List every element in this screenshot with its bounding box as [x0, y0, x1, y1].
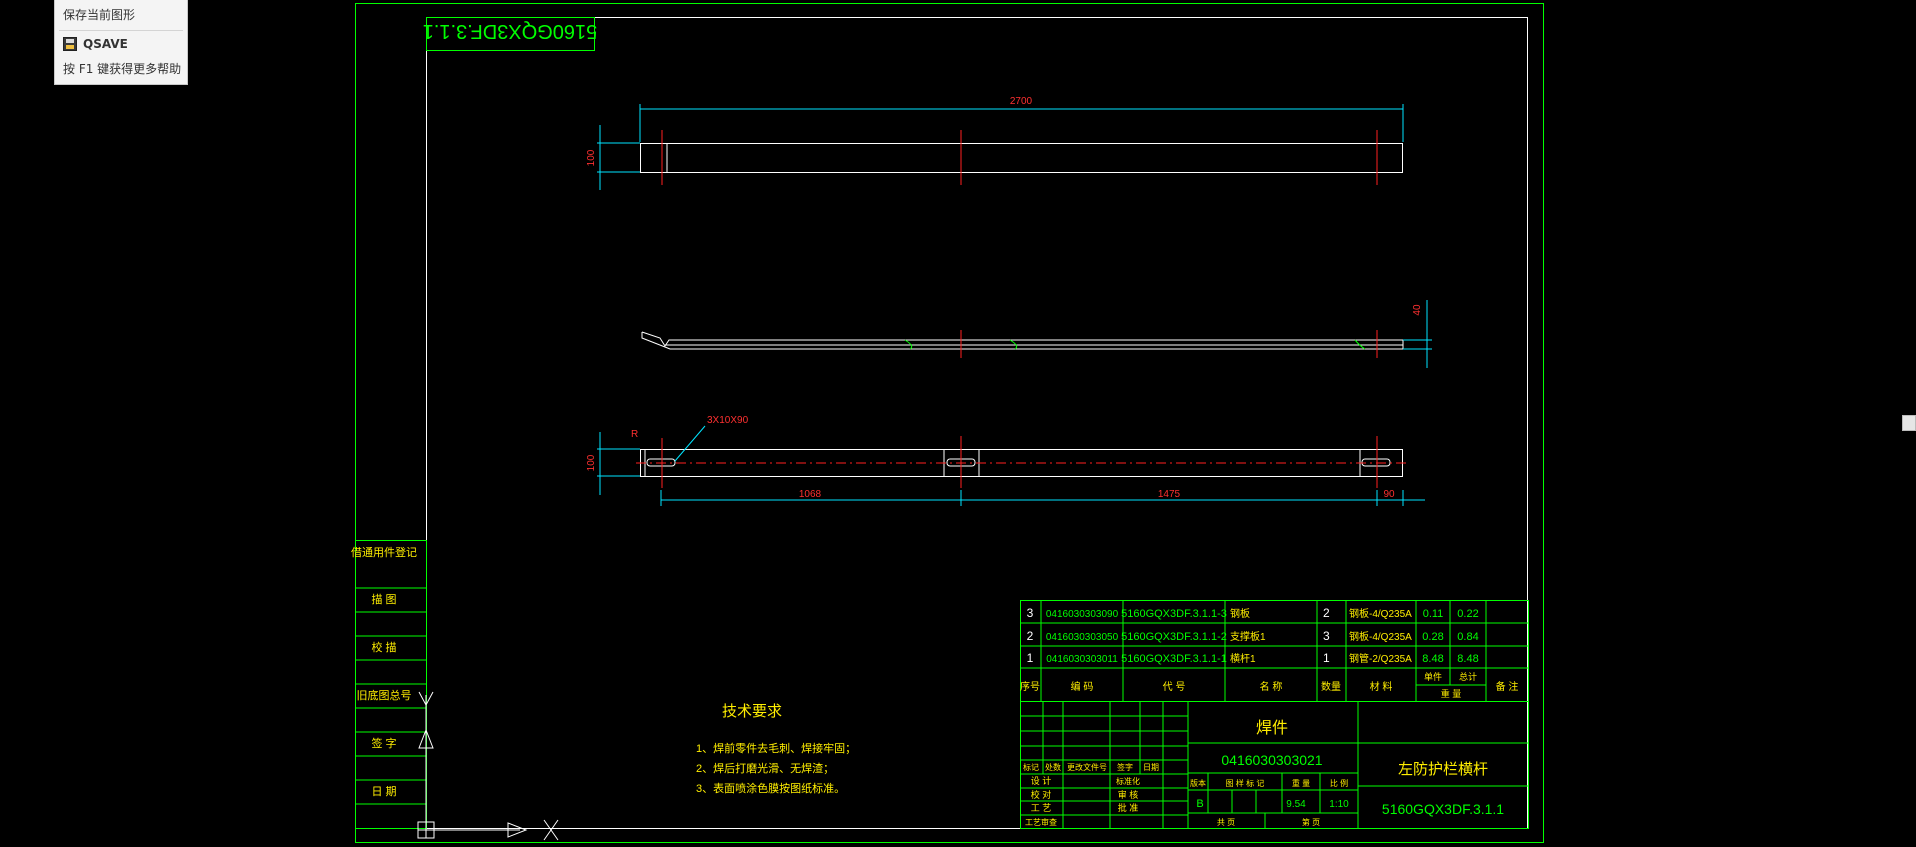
tech-item-3: 3、表面喷涂色膜按图纸标准。 [696, 781, 845, 795]
bom-row-1-unit: 0.28 [1422, 631, 1443, 643]
bom-header-qty: 数量 [1321, 680, 1341, 693]
scale-value: 1:10 [1329, 799, 1349, 810]
side-label-column: 借通用件登记 描 图 校 描 旧底图总号 签 字 日 期 [351, 540, 427, 829]
tooltip-divider [59, 30, 183, 31]
bom-row-0-name: 钢板 [1230, 607, 1250, 620]
part-code: 0416030303021 [1221, 752, 1322, 768]
bom-row-0-material: 钢板-4/Q235A [1349, 607, 1412, 620]
bom-row-1-qty: 3 [1323, 629, 1330, 643]
corner-code: 5160GQX3DF.3.1.1 [423, 20, 598, 42]
tb-label-sheet-total: 共 页 [1217, 818, 1235, 827]
bom-row-1-total: 0.84 [1457, 631, 1478, 643]
bom-table: 3 0416030303090 5160GQX3DF.3.1.1-3 钢板 2 … [1020, 600, 1529, 702]
bom-row-2-no: 1 [1027, 651, 1034, 665]
tech-item-2: 2、焊后打磨光滑、无焊渣； [696, 761, 834, 775]
side-label-0: 借通用件登记 [351, 545, 417, 559]
drawing-number: 5160GQX3DF.3.1.1 [1382, 801, 1504, 817]
side-height-dim: 40 [1412, 304, 1423, 316]
tb-label-check: 校 对 [1031, 789, 1052, 800]
side-view: 40 [641, 300, 1432, 368]
bom-header-no: 序号 [1020, 680, 1040, 693]
radius-label: R [631, 429, 638, 440]
bom-row-1-ref: 5160GQX3DF.3.1.1-2 [1121, 631, 1227, 643]
ucs-icon [417, 691, 559, 841]
seg1-dim: 1068 [799, 489, 822, 500]
side-label-1: 描 图 [371, 592, 396, 606]
tooltip-command-row: QSAVE [63, 37, 128, 51]
tb-label-scale: 比 例 [1330, 778, 1348, 788]
tb-label-sign: 签字 [1117, 762, 1133, 772]
save-icon [63, 37, 77, 51]
tb-label-stage: 图 样 标 记 [1226, 778, 1265, 788]
seg3-dim: 90 [1383, 489, 1395, 500]
seg2-dim: 1475 [1158, 489, 1181, 500]
side-label-5: 日 期 [371, 785, 396, 798]
top-height-dim: 100 [586, 149, 597, 166]
inner-frame [426, 17, 1528, 829]
title-block: 标记 处数 更改文件号 签字 日期 设 计 标准化 校 对 审 核 工 艺 批 … [1020, 701, 1529, 829]
bom-row-1-code: 0416030303050 [1046, 632, 1119, 643]
bom-row-1-material: 钢板-4/Q235A [1349, 630, 1412, 643]
tb-label-approve: 批 准 [1118, 802, 1139, 813]
tb-label-version: 版本 [1190, 778, 1206, 788]
tb-label-change-doc: 更改文件号 [1067, 762, 1107, 772]
bom-row-2-code: 0416030303011 [1046, 654, 1118, 665]
overall-length-dim: 2700 [1010, 96, 1033, 107]
side-label-2: 校 描 [371, 640, 396, 654]
bom-header-name: 名 称 [1260, 680, 1283, 693]
tb-label-process-check: 工艺审查 [1025, 817, 1057, 827]
bottom-view: 100 R 3X10X90 1068 1475 90 [586, 415, 1425, 506]
tb-label-std: 标准化 [1116, 776, 1140, 786]
tech-item-1: 1、焊前零件去毛刺、焊接牢固； [696, 741, 856, 755]
tb-label-mark: 标记 [1023, 762, 1039, 772]
bom-row-0-no: 3 [1027, 606, 1034, 620]
part-type: 焊件 [1256, 719, 1288, 737]
tb-label-weight: 重 量 [1292, 778, 1310, 788]
part-name: 左防护栏横杆 [1398, 761, 1488, 778]
bom-header-material: 材 料 [1370, 680, 1393, 693]
tb-label-design: 设 计 [1031, 775, 1052, 786]
bom-row-0-qty: 2 [1323, 606, 1330, 620]
tech-requirements: 技术要求 1、焊前零件去毛刺、焊接牢固； 2、焊后打磨光滑、无焊渣； 3、表面喷… [696, 703, 856, 795]
corner-code-box [426, 17, 595, 51]
outer-frame [355, 3, 1544, 843]
bom-row-2-name: 横杆1 [1230, 652, 1256, 665]
bom-row-2-total: 8.48 [1457, 653, 1478, 665]
tb-label-craft: 工 艺 [1031, 803, 1052, 813]
side-label-4: 签 字 [371, 736, 396, 750]
bom-row-2-unit: 8.48 [1422, 653, 1443, 665]
bom-header-total: 总计 [1459, 671, 1477, 682]
tb-label-sheet: 第 页 [1302, 817, 1320, 827]
stage-value: B [1196, 798, 1203, 810]
bom-row-0-total: 0.22 [1457, 608, 1478, 620]
top-view: 2700 100 [586, 96, 1404, 190]
bom-row-0-code: 0416030303090 [1046, 609, 1119, 620]
tooltip-description: 保存当前图形 [63, 8, 136, 22]
bom-row-0-ref: 5160GQX3DF.3.1.1-3 [1121, 608, 1227, 620]
bom-row-2-ref: 5160GQX3DF.3.1.1-1 [1121, 653, 1227, 665]
weight-value: 9.54 [1286, 799, 1306, 810]
bom-header-remark: 备 注 [1496, 680, 1519, 693]
tb-label-count: 处数 [1045, 762, 1061, 772]
bom-header-weight: 重 量 [1441, 688, 1462, 699]
tb-label-date: 日期 [1143, 763, 1159, 772]
bom-row-2-material: 钢管-2/Q235A [1349, 652, 1412, 665]
bom-row-2-qty: 1 [1323, 651, 1330, 665]
qsave-tooltip: 保存当前图形 QSAVE 按 F1 键获得更多帮助 [54, 0, 188, 85]
tech-title: 技术要求 [722, 703, 782, 720]
bom-header-ref: 代 号 [1163, 681, 1186, 693]
bom-row-1-no: 2 [1027, 629, 1034, 643]
tooltip-command: QSAVE [83, 37, 128, 51]
bottom-height-dim: 100 [586, 454, 597, 471]
vertical-scrollbar-thumb[interactable] [1902, 415, 1916, 431]
bom-header-unit: 单件 [1424, 671, 1442, 682]
bom-row-1-name: 支撑板1 [1230, 630, 1266, 643]
side-label-3: 旧底图总号 [357, 688, 412, 702]
slot-dim: 3X10X90 [707, 415, 749, 426]
tb-label-review: 审 核 [1118, 789, 1139, 800]
bom-row-0-unit: 0.11 [1423, 608, 1444, 620]
bom-header-code: 编 码 [1071, 680, 1094, 693]
tooltip-help: 按 F1 键获得更多帮助 [63, 62, 182, 76]
